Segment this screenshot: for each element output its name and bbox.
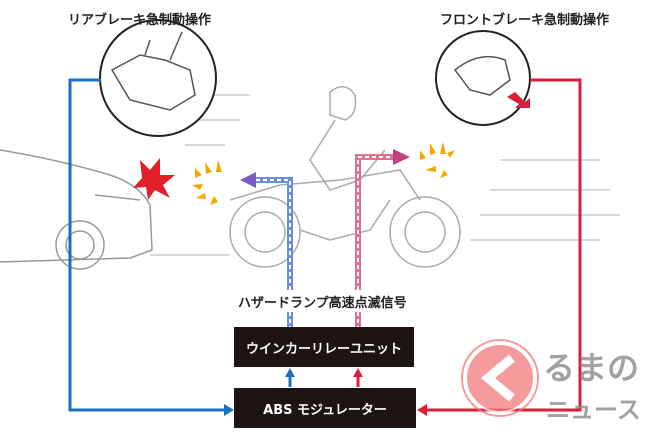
arrow-right-icon bbox=[224, 404, 234, 416]
arrow-up-icon bbox=[285, 368, 295, 377]
front-brake-label: フロントブレーキ急制動操作 bbox=[440, 13, 610, 28]
rear-brake-label: リアブレーキ急制動操作 bbox=[68, 13, 212, 28]
abs-modulator-box: ABS モジュレーター bbox=[234, 388, 416, 428]
hazard-signal-label: ハザードランプ高速点滅信号 bbox=[238, 296, 407, 311]
front-brake-detail bbox=[435, 30, 531, 126]
rear-brake-detail bbox=[99, 19, 217, 137]
watermark-text: るまの bbox=[543, 349, 640, 387]
impact-icon bbox=[133, 158, 175, 200]
watermark-logo bbox=[461, 339, 539, 417]
speed-lines bbox=[150, 94, 620, 256]
car-icon bbox=[0, 149, 153, 270]
arrow-left-icon bbox=[417, 404, 427, 416]
watermark-text-2: ニュース bbox=[546, 396, 641, 424]
winker-relay-unit-box: ウインカーリレーユニット bbox=[234, 327, 414, 367]
right-blinker-icon bbox=[420, 142, 455, 178]
rear-brake-signal-line bbox=[68, 78, 226, 412]
squeeze-arrow-icon bbox=[507, 92, 530, 108]
hazard-signal-right bbox=[355, 149, 410, 327]
motorcycle-icon bbox=[229, 86, 461, 268]
hazard-signal-left bbox=[240, 172, 293, 327]
left-blinker-icon bbox=[192, 160, 222, 205]
arrow-up-icon bbox=[353, 368, 363, 377]
